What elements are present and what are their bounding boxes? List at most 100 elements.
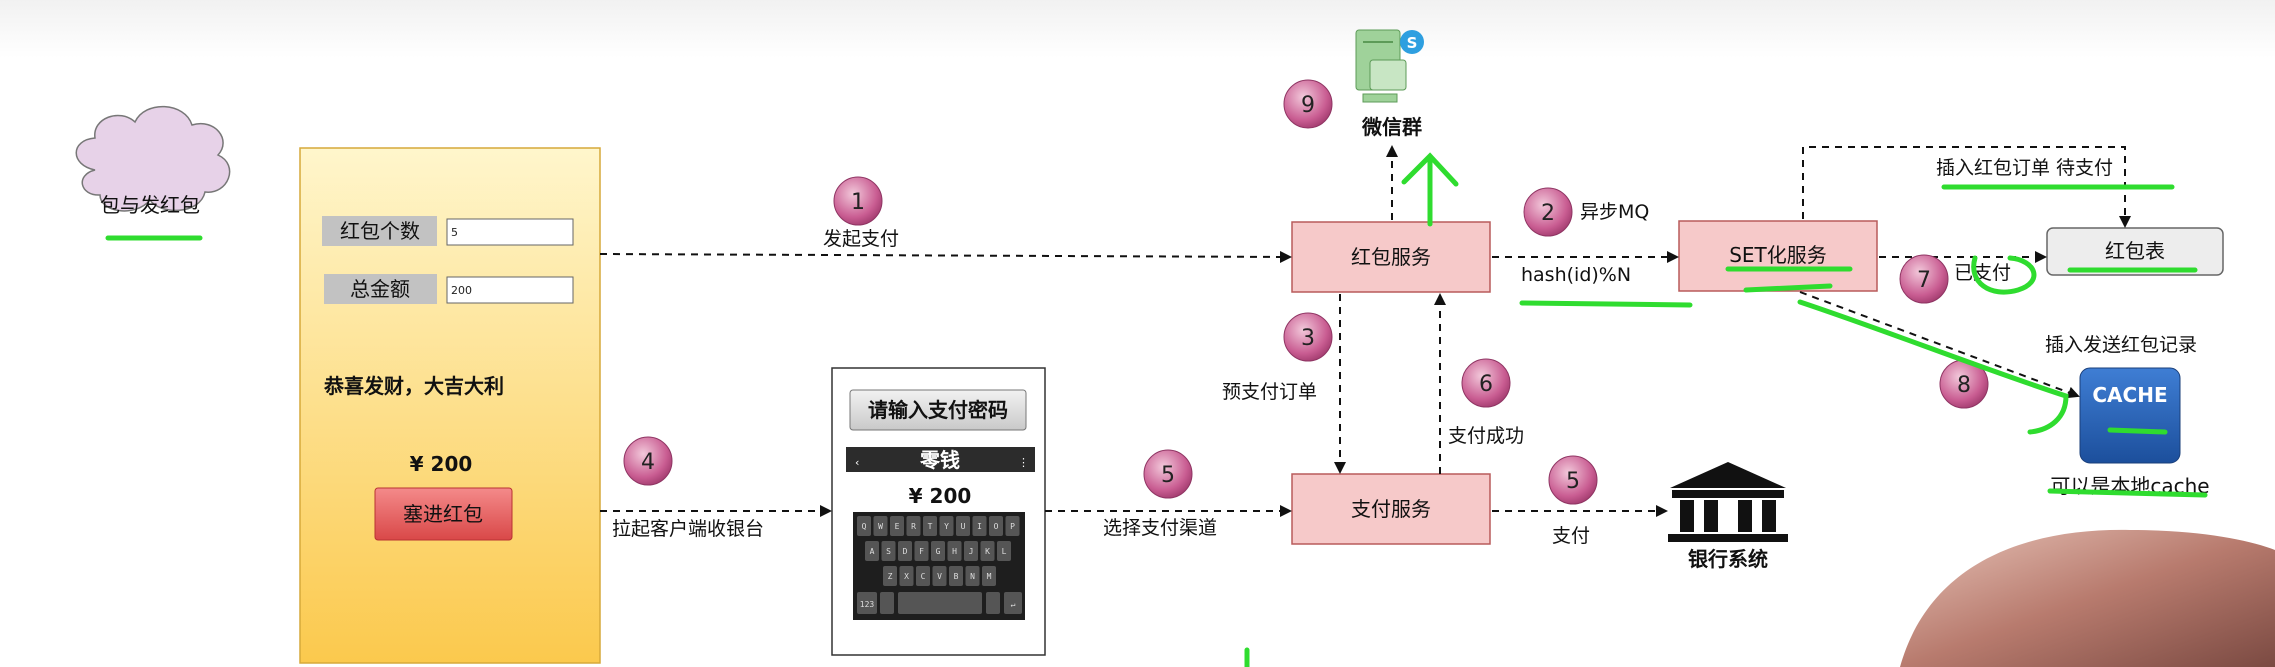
space-key[interactable] [898, 592, 982, 614]
cashier-price: ¥ 200 [909, 484, 972, 508]
cashier-header: 零钱 [919, 448, 960, 472]
red-packet-table-label: 红包表 [2105, 239, 2165, 263]
keyboard-key-label: J [969, 547, 974, 556]
edge-insert-record [1799, 291, 2080, 399]
greeting-text: 恭喜发财，大吉大利 [323, 374, 504, 398]
step-number: 8 [1957, 373, 1971, 398]
keyboard-key-label: P [1010, 522, 1015, 531]
cloud-label: 包与发红包 [100, 193, 200, 217]
keyboard-key-label: R [911, 522, 916, 531]
edges [599, 145, 2131, 517]
keyboard-key[interactable] [906, 516, 921, 536]
stuff-button-label: 塞进红包 [403, 502, 483, 526]
cloud-shape: 包与发红包 [75, 105, 231, 217]
step-circle-1 [833, 176, 883, 226]
cache-label: CACHE [2092, 383, 2167, 407]
wechat-group-label: 微信群 [1361, 115, 1422, 139]
keyboard-key-label: A [870, 547, 875, 556]
password-prompt-label: 请输入支付密码 [868, 398, 1008, 422]
keyboard-key[interactable] [997, 541, 1011, 561]
key-blank[interactable] [986, 592, 1000, 614]
step-circle-7 [1461, 358, 1511, 408]
keyboard-key-label: Y [944, 522, 949, 531]
keyboard-key-label: V [937, 572, 942, 581]
step-number: 6 [1479, 372, 1493, 397]
step-number: 4 [641, 450, 655, 475]
keyboard-key[interactable] [982, 566, 996, 586]
keyboard-key[interactable] [916, 566, 930, 586]
keyboard-key[interactable] [873, 516, 888, 536]
keyboard-key[interactable] [857, 516, 871, 536]
key-123-label: 123 [860, 600, 875, 609]
wechat-group-icon: S [1355, 29, 1424, 103]
keyboard-key[interactable] [931, 541, 945, 561]
label-hash: hash(id)%N [1521, 264, 1631, 286]
keyboard-key-label: W [878, 522, 883, 531]
keyboard-key[interactable] [914, 541, 929, 561]
step-number: 1 [851, 190, 865, 215]
keyboard-key-label: F [919, 547, 924, 556]
amount-label: 总金额 [350, 277, 410, 301]
keyboard-key-label: U [961, 522, 966, 531]
step-number: 9 [1301, 93, 1315, 118]
keyboard-key-label: H [952, 547, 957, 556]
keyboard-key[interactable] [881, 541, 896, 561]
keyboard-key[interactable] [899, 566, 914, 586]
keyboard-key-label: N [970, 572, 975, 581]
keyboard-key-label: I [977, 522, 982, 531]
keyboard-key[interactable] [932, 566, 947, 586]
keyboard-key[interactable] [939, 516, 954, 536]
svg-text:S: S [1407, 34, 1418, 52]
label-paid: 已支付 [1954, 262, 2011, 284]
step-circle-6 [1548, 455, 1598, 505]
keyboard-key-label: C [921, 572, 926, 581]
stuff-red-packet-button[interactable] [374, 487, 513, 541]
keyboard-key-label: B [954, 572, 959, 581]
label-pay: 支付 [1552, 525, 1590, 547]
keyboard-key[interactable] [989, 516, 1003, 536]
count-field[interactable] [446, 218, 574, 246]
keyboard-key[interactable] [965, 566, 980, 586]
return-icon[interactable] [1004, 592, 1022, 614]
password-prompt-button[interactable] [849, 389, 1027, 431]
keyboard-key-label: Z [888, 572, 893, 581]
keyboard-key[interactable] [923, 516, 937, 536]
step-number: 3 [1301, 326, 1315, 351]
more-icon[interactable]: ⋮ [1018, 456, 1029, 469]
keyboard-key[interactable] [964, 541, 978, 561]
keyboard-key[interactable] [956, 516, 970, 536]
count-value: 5 [451, 226, 458, 239]
keyboard-key[interactable] [890, 516, 904, 536]
step-number: 7 [1917, 268, 1931, 293]
keyboard-key[interactable] [949, 566, 963, 586]
key-123[interactable] [857, 592, 877, 614]
keyboard-key[interactable] [972, 516, 987, 536]
keyboard-key-label: O [994, 522, 999, 531]
mic-icon[interactable] [880, 592, 894, 614]
step-circle-4 [623, 436, 673, 486]
keyboard-key[interactable] [865, 541, 879, 561]
amount-field[interactable] [446, 276, 574, 304]
cashier-header-bar [846, 447, 1035, 472]
keyboard-key-label: M [987, 572, 992, 581]
keyboard-key[interactable] [898, 541, 912, 561]
step-number: 5 [1566, 469, 1580, 494]
label-pay-success: 支付成功 [1448, 425, 1524, 447]
keyboard-key[interactable] [980, 541, 995, 561]
keyboard-key-label: L [1002, 547, 1007, 556]
back-chevron-icon[interactable]: ‹ [855, 456, 859, 469]
green-annotations [105, 152, 2208, 667]
count-label: 红包个数 [340, 219, 420, 243]
keyboard-key[interactable] [947, 541, 962, 561]
step-circle-2 [1523, 187, 1573, 237]
step-circle-3 [1283, 312, 1333, 362]
label-async-mq: 异步MQ [1580, 201, 1649, 223]
webcam-overlay [1900, 529, 2275, 667]
keyboard-key[interactable] [1005, 516, 1020, 536]
keyboard-key[interactable] [883, 566, 897, 586]
edge-initiate-pay [599, 250, 1292, 263]
set-service-node [1678, 220, 1878, 292]
